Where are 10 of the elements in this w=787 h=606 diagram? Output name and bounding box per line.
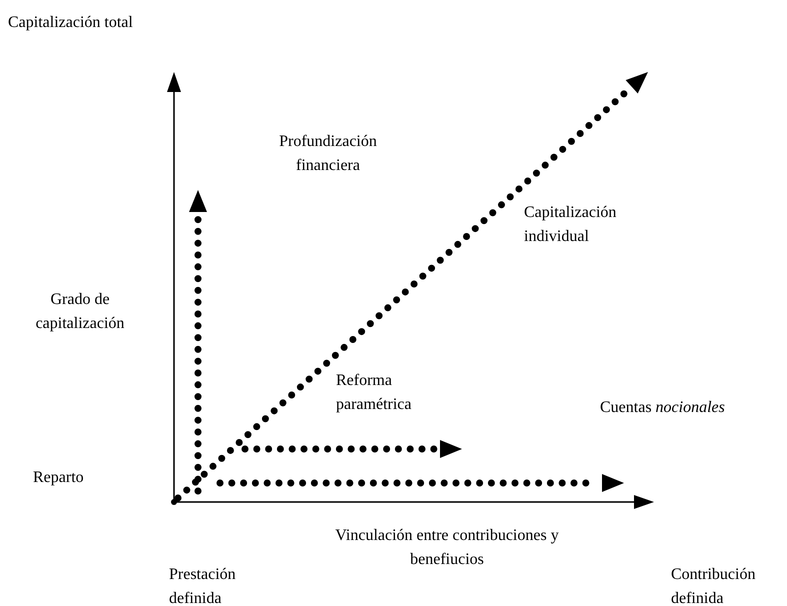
annotation-text: Profundización financiera: [278, 132, 378, 176]
annotation-text: Grado de capitalización: [34, 290, 126, 334]
annotation-text: Contribución definida: [671, 565, 756, 606]
annotation-text: Capitalización total: [8, 13, 134, 33]
annotation-text: Prestación definida: [169, 565, 237, 606]
annotation-text: Cuentas nocionales: [600, 398, 726, 418]
annotation-text: Vinculación entre contribuciones y benefiucios: [334, 526, 560, 570]
annotation-text: Capitalización individual: [524, 203, 618, 247]
annotation-text: Reforma paramétrica: [336, 371, 412, 415]
annotation-text: Reparto: [33, 468, 85, 488]
